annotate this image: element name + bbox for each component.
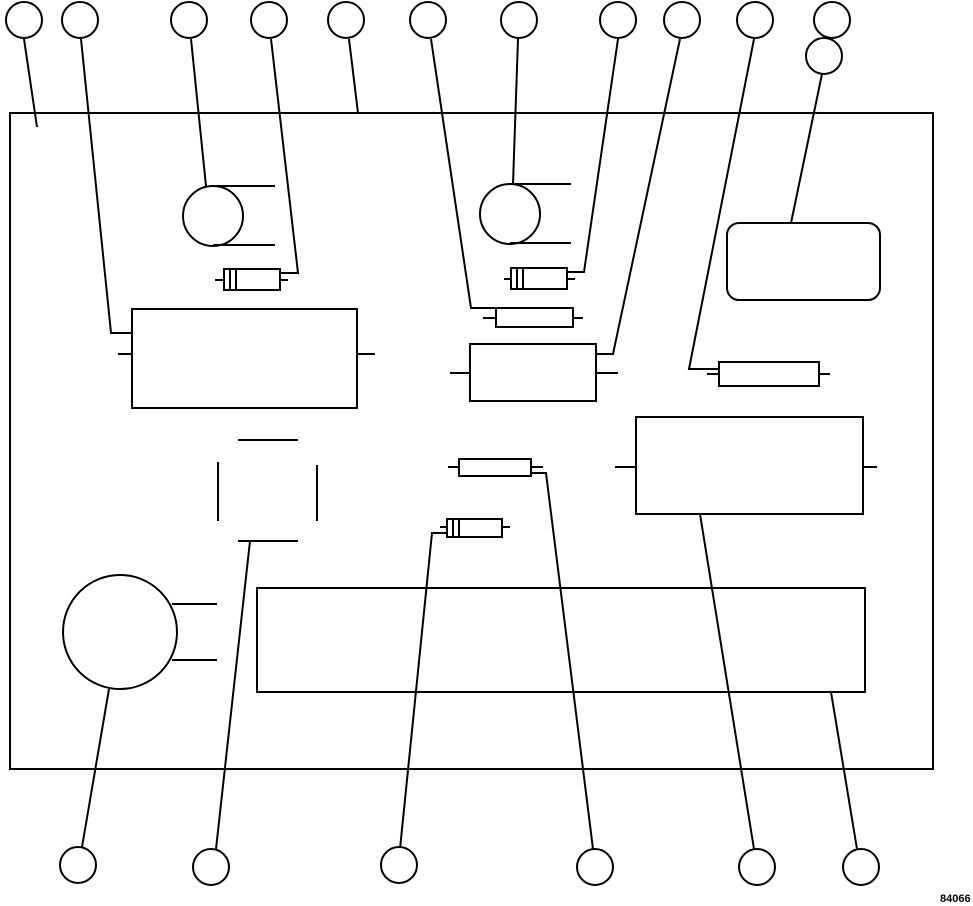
callout-circle [5, 1, 43, 39]
round-component-upper-middle [479, 183, 541, 245]
figure-id-label: 84066 [940, 893, 971, 905]
callout-circle [738, 848, 776, 886]
diode-middle [504, 267, 575, 290]
callout-circle [170, 1, 208, 39]
leader-lines-top [23, 38, 823, 370]
callout-circle [250, 1, 288, 39]
callout-circles-top [5, 1, 851, 75]
square-socket-outline [217, 439, 318, 542]
component-block-middle [469, 343, 597, 402]
component-block-left [131, 308, 358, 409]
callout-circle [599, 1, 637, 39]
diode-left [215, 268, 288, 291]
callout-circle [59, 846, 97, 884]
resistor-right [707, 361, 830, 387]
callout-circle [192, 848, 230, 886]
callout-circle [327, 1, 365, 39]
diode-lower-center [440, 518, 510, 538]
circuit-board-outline [9, 112, 934, 770]
callout-circle [380, 846, 418, 884]
rounded-component-upper-right [726, 222, 881, 301]
terminal-strip [256, 587, 866, 693]
callout-circle [409, 1, 447, 39]
callout-circle [576, 848, 614, 886]
round-component-upper-left [182, 185, 244, 247]
callout-circle [813, 1, 851, 39]
round-component-lower-left [62, 574, 178, 690]
callout-circle [663, 1, 701, 39]
resistor-upper-middle [483, 307, 583, 328]
leader-lines-bottom [81, 472, 858, 850]
component-block-right [635, 416, 864, 515]
callout-circle [842, 848, 880, 886]
resistor-center [448, 458, 543, 477]
callout-circles-bottom [59, 846, 880, 886]
callout-circle [500, 1, 538, 39]
callout-circle [805, 37, 843, 75]
callout-circle [61, 1, 99, 39]
callout-circle [736, 1, 774, 39]
